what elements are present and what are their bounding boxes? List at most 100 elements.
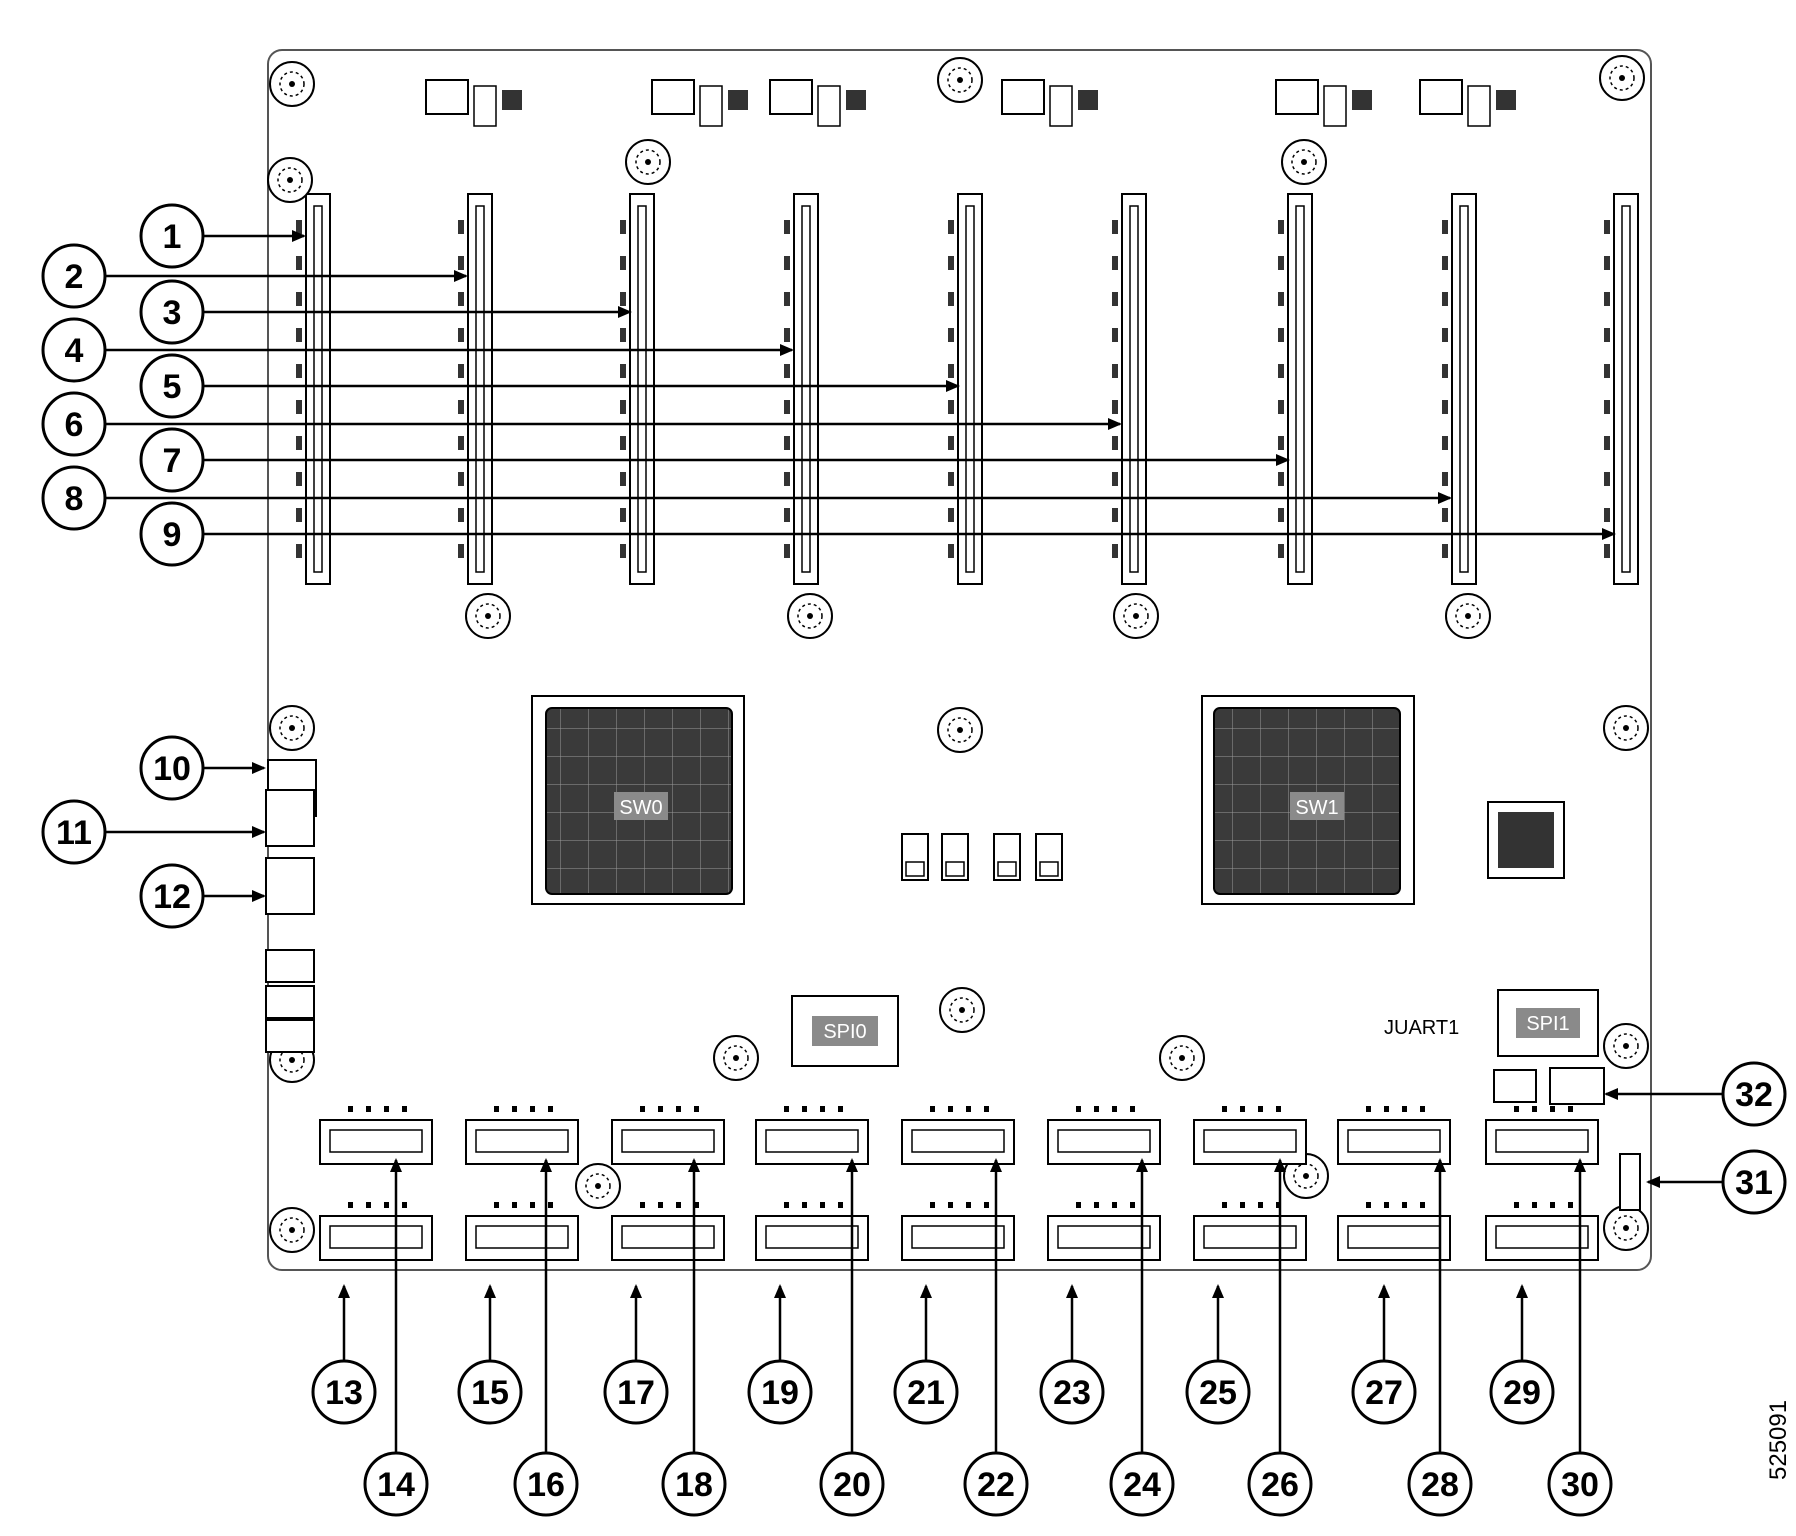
slot-connector: [1112, 193, 1147, 585]
callout-24: 24: [1109, 1158, 1175, 1517]
callout-14: 14: [363, 1158, 429, 1517]
board-components: [265, 55, 1649, 1261]
mounting-hole: [465, 593, 511, 639]
callout-number: 9: [163, 516, 182, 554]
callout-circle: [139, 863, 205, 929]
mounting-hole: [1603, 1023, 1649, 1069]
callout-5: 5: [139, 353, 960, 419]
spi1-chip: SPI1: [1497, 989, 1599, 1057]
callout-number: 26: [1261, 1466, 1299, 1504]
callout-circle: [819, 1451, 885, 1517]
callout-19: 19: [747, 1284, 813, 1425]
callout-number: 7: [163, 442, 182, 480]
callout-circle: [139, 501, 205, 567]
port-connector: [1337, 1202, 1451, 1261]
callout-10: 10: [139, 735, 266, 801]
callout-number: 27: [1365, 1374, 1403, 1412]
callout-20: 20: [819, 1158, 885, 1517]
callout-circle: [139, 427, 205, 493]
callout-32: 32: [1604, 1061, 1787, 1127]
callout-circle: [139, 735, 205, 801]
callout-number: 32: [1735, 1076, 1773, 1114]
callout-number: 18: [675, 1466, 713, 1504]
port-connector: [319, 1106, 433, 1165]
port-connector: [755, 1106, 869, 1165]
mounting-hole: [939, 987, 985, 1033]
callout-15: 15: [457, 1284, 523, 1425]
callout-number: 4: [65, 332, 84, 370]
callout-number: 13: [325, 1374, 363, 1412]
callout-4: 4: [41, 317, 794, 383]
spi0-label: SPI0: [823, 1021, 866, 1043]
port-connector: [319, 1202, 433, 1261]
regulator: [901, 833, 929, 881]
callout-number: 22: [977, 1466, 1015, 1504]
callout-circle: [513, 1451, 579, 1517]
slot-connector: [1442, 193, 1477, 585]
power-module: [1275, 79, 1372, 127]
callout-circle: [41, 391, 107, 457]
callout-23: 23: [1039, 1284, 1105, 1425]
juart1-label: JUART1: [1384, 1017, 1459, 1039]
regulator: [1035, 833, 1063, 881]
callout-number: 28: [1421, 1466, 1459, 1504]
regulator: [941, 833, 969, 881]
cpu-chip: [1487, 801, 1565, 879]
callout-18: 18: [661, 1158, 727, 1517]
callout-circle: [363, 1451, 429, 1517]
callout-circle: [1247, 1451, 1313, 1517]
callout-circle: [1547, 1451, 1613, 1517]
regulator: [993, 833, 1021, 881]
callout-number: 12: [153, 878, 191, 916]
callout-circle: [139, 203, 205, 269]
callout-number: 5: [163, 368, 182, 406]
callout-circle: [1039, 1359, 1105, 1425]
callout-circle: [41, 243, 107, 309]
callout-1: 1: [139, 203, 306, 269]
callout-21: 21: [893, 1284, 959, 1425]
callout-number: 19: [761, 1374, 799, 1412]
jumper-block: [1493, 1067, 1605, 1105]
mounting-hole: [1281, 139, 1327, 185]
callout-number: 14: [377, 1466, 415, 1504]
callout-26: 26: [1247, 1158, 1313, 1517]
mounting-hole: [269, 61, 315, 107]
mounting-hole: [1599, 55, 1645, 101]
spi0-chip: SPI0: [791, 995, 899, 1067]
port-connector: [1193, 1106, 1307, 1165]
slot-connector: [1278, 193, 1313, 585]
figure-id: 525091: [1765, 1400, 1792, 1480]
mounting-hole: [1603, 705, 1649, 751]
mounting-hole: [787, 593, 833, 639]
callout-circle: [963, 1451, 1029, 1517]
callout-layer: 1234567891011121314151617181920212223242…: [41, 203, 1787, 1517]
slot-connector: [296, 193, 331, 585]
callout-number: 23: [1053, 1374, 1091, 1412]
port-connector: [901, 1106, 1015, 1165]
power-module: [1001, 79, 1098, 127]
callout-circle: [1351, 1359, 1417, 1425]
callout-circle: [139, 353, 205, 419]
callout-circle: [893, 1359, 959, 1425]
callout-29: 29: [1489, 1284, 1555, 1425]
mounting-hole: [269, 1207, 315, 1253]
callout-6: 6: [41, 391, 1122, 457]
callout-number: 8: [65, 480, 84, 518]
callout-17: 17: [603, 1284, 669, 1425]
callout-circle: [139, 279, 205, 345]
power-module: [425, 79, 522, 127]
front-panel-port: [265, 985, 315, 1019]
callout-16: 16: [513, 1158, 579, 1517]
callout-circle: [1109, 1451, 1175, 1517]
callout-number: 15: [471, 1374, 509, 1412]
callout-number: 24: [1123, 1466, 1161, 1504]
port-connector: [611, 1202, 725, 1261]
callout-number: 3: [163, 294, 182, 332]
callout-30: 30: [1547, 1158, 1613, 1517]
callout-circle: [311, 1359, 377, 1425]
slot-connector: [784, 193, 819, 585]
callout-number: 20: [833, 1466, 871, 1504]
port-connector: [755, 1202, 869, 1261]
port-connector: [1047, 1106, 1161, 1165]
port-connector: [611, 1106, 725, 1165]
